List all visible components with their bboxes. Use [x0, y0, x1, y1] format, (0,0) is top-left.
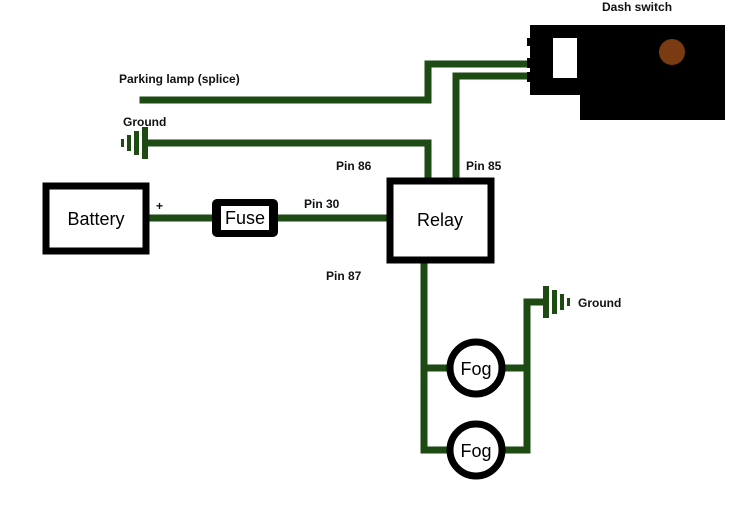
- fog-lamp-2-label: Fog: [460, 441, 491, 461]
- relay: Relay: [386, 177, 495, 264]
- relay-box: [386, 177, 495, 264]
- battery-plus-label: +: [156, 199, 163, 213]
- wire-ground-pin86: [144, 139, 432, 184]
- dash-switch: [527, 25, 725, 120]
- fog-lamp-2-ring: [446, 420, 506, 480]
- dash-switch-knob: [659, 39, 685, 65]
- wire-fog-ground: [502, 298, 547, 454]
- fuse-inner: [221, 206, 269, 230]
- fuse: Fuse: [212, 199, 278, 237]
- dash-switch-terminal-3: [527, 72, 535, 82]
- wire-pin87-fog: [420, 258, 450, 454]
- fog-lamp-2: Fog: [446, 420, 506, 480]
- fog-lamp-1-ring: [446, 338, 506, 398]
- parking-lamp-label: Parking lamp (splice): [119, 72, 240, 86]
- relay-label: Relay: [417, 210, 463, 230]
- wire-switch-pin85: [452, 72, 536, 184]
- ground-symbol-right: [543, 286, 570, 318]
- fog-lamp-1: Fog: [446, 338, 506, 398]
- pin85-label: Pin 85: [466, 159, 502, 173]
- dash-switch-window: [553, 38, 577, 78]
- pin87-label: Pin 87: [326, 269, 362, 283]
- pin30-label: Pin 30: [304, 197, 340, 211]
- battery-label: Battery: [67, 209, 124, 229]
- battery: Battery: [42, 182, 150, 255]
- dash-switch-label: Dash switch: [602, 0, 672, 14]
- battery-box: [42, 182, 150, 255]
- dash-switch-terminal-2: [527, 58, 535, 68]
- ground-right-label: Ground: [578, 296, 621, 310]
- wires: [139, 60, 547, 454]
- fuse-label: Fuse: [225, 208, 265, 228]
- dash-switch-tab: [698, 36, 710, 120]
- ground-top-label: Ground: [123, 115, 166, 129]
- pin86-label: Pin 86: [336, 159, 372, 173]
- wire-parking-lamp: [139, 60, 536, 104]
- ground-symbol-top: [121, 127, 148, 159]
- dash-switch-terminal-1: [527, 38, 535, 46]
- fog-lamp-1-label: Fog: [460, 359, 491, 379]
